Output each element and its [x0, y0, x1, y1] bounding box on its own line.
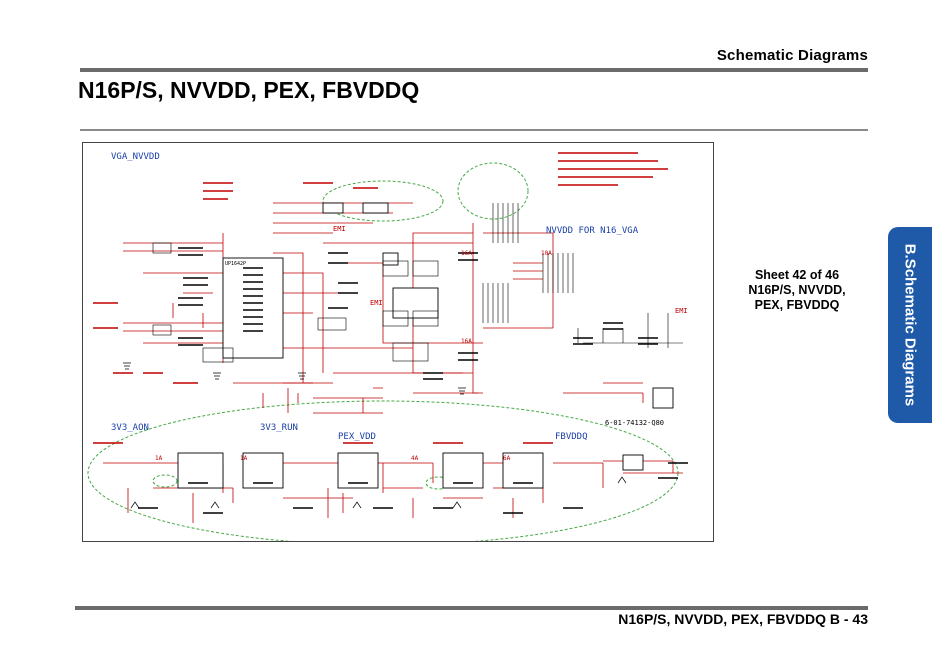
- emi-label: EMI: [675, 307, 688, 315]
- emi-label: EMI: [370, 299, 383, 307]
- current-label: 16A: [461, 250, 472, 257]
- sheet-title-line1: N16P/S, NVVDD,: [748, 283, 846, 297]
- current-label: 1A: [155, 455, 163, 462]
- sheet-number: Sheet 42 of 46: [754, 268, 840, 282]
- block-label-fbvddq: FBVDDQ: [555, 432, 588, 442]
- switch-ic: [502, 452, 544, 489]
- highlight-ellipse: [152, 474, 178, 488]
- page-title: N16P/S, NVVDD, PEX, FBVDDQ: [78, 77, 420, 103]
- current-label: 1A: [240, 455, 248, 462]
- title-divider: [80, 129, 868, 131]
- schematic-diagram: VGA_NVVDD NVVDD FOR N16_VGA 3V3_AON 3V3_…: [82, 142, 714, 542]
- block-label-vga-nvvdd: VGA_NVVDD: [111, 152, 160, 162]
- block-label-nvvdd-n16: NVVDD FOR N16_VGA: [546, 226, 639, 236]
- section-label: Schematic Diagrams: [716, 47, 868, 64]
- part-number: 6-01-74132-Q80: [605, 419, 664, 427]
- schematic-drawing: VGA_NVVDD NVVDD FOR N16_VGA 3V3_AON 3V3_…: [87, 152, 688, 541]
- switch-ic: [337, 452, 379, 489]
- current-label: 6A: [503, 455, 511, 462]
- switch-ic: [177, 452, 224, 489]
- side-tab-label: B.Schematic Diagrams: [901, 243, 919, 407]
- sheet-info: Sheet 42 of 46 N16P/S, NVVDD, PEX, FBVDD…: [738, 268, 856, 313]
- current-label: 10A: [541, 250, 552, 257]
- highlight-ellipse: [457, 162, 529, 220]
- footer-divider: [75, 606, 868, 610]
- emi-label: EMI: [333, 225, 346, 233]
- controller-label: UP1642P: [225, 261, 246, 267]
- current-label: 16A: [461, 338, 472, 345]
- footer-page-label: N16P/S, NVVDD, PEX, FBVDDQ B - 43: [618, 611, 868, 627]
- block-label-pex-vdd: PEX_VDD: [338, 432, 376, 442]
- controller-ic: [222, 257, 284, 359]
- block-label-3v3-run: 3V3_RUN: [260, 423, 298, 433]
- block-label-3v3-aon: 3V3_AON: [111, 423, 149, 433]
- header-divider: [80, 68, 868, 72]
- current-label: 4A: [411, 455, 419, 462]
- highlight-ellipse: [322, 180, 444, 222]
- sheet-title-line2: PEX, FBVDDQ: [754, 298, 840, 312]
- switch-ic: [442, 452, 484, 489]
- side-tab[interactable]: B.Schematic Diagrams: [888, 227, 932, 423]
- switch-ic: [242, 452, 284, 489]
